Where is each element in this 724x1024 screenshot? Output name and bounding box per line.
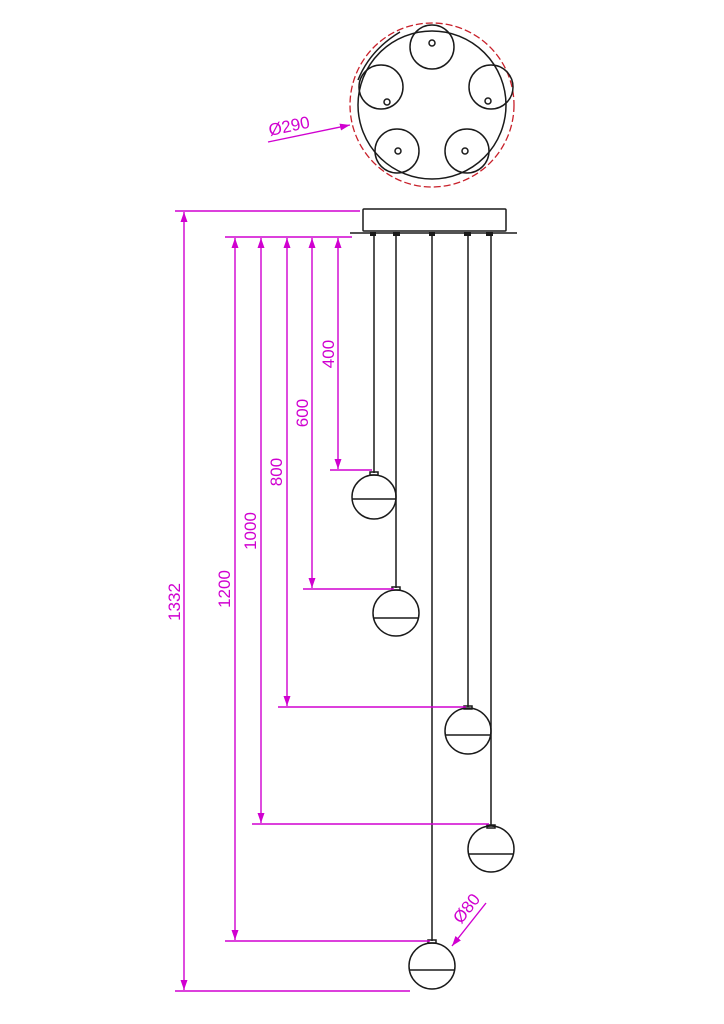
- globe-diameter-leader: [451, 902, 487, 947]
- canopy-diameter-label: Ø290: [267, 113, 312, 140]
- canopy-edge-arc: [357, 31, 401, 81]
- top-view-globe-2: [468, 64, 514, 110]
- canopy-top-view: Ø290: [267, 22, 515, 188]
- top-view-globe-4: [374, 128, 420, 174]
- top-view-globe-3: [444, 128, 490, 174]
- cable-grips: [370, 232, 493, 236]
- dimension-labels: 1332 400 600 800 1000 1200 Ø80: [165, 340, 484, 927]
- top-view-globe-1: [409, 24, 455, 70]
- overall-height-label: 1332: [165, 583, 184, 621]
- drop-400-label: 400: [319, 340, 338, 368]
- globe-1000: [467, 824, 515, 873]
- globe-1200: [408, 939, 456, 990]
- drop-1200-label: 1200: [215, 570, 234, 608]
- globe-800: [444, 705, 492, 755]
- dimension-lines: [175, 210, 489, 992]
- globe-diameter-label: Ø80: [449, 890, 484, 927]
- top-view-globe-5: [358, 64, 404, 110]
- canopy-outer-circle: [349, 22, 515, 188]
- drop-1000-label: 1000: [241, 512, 260, 550]
- drop-600-label: 600: [293, 399, 312, 427]
- side-view: [350, 208, 517, 990]
- globe-400: [351, 471, 397, 520]
- canopy-inner-circle: [357, 30, 507, 180]
- drop-800-label: 800: [267, 458, 286, 486]
- canopy-diameter-leader: [267, 123, 351, 143]
- canopy-plate: [362, 208, 507, 232]
- globe-600: [372, 586, 420, 637]
